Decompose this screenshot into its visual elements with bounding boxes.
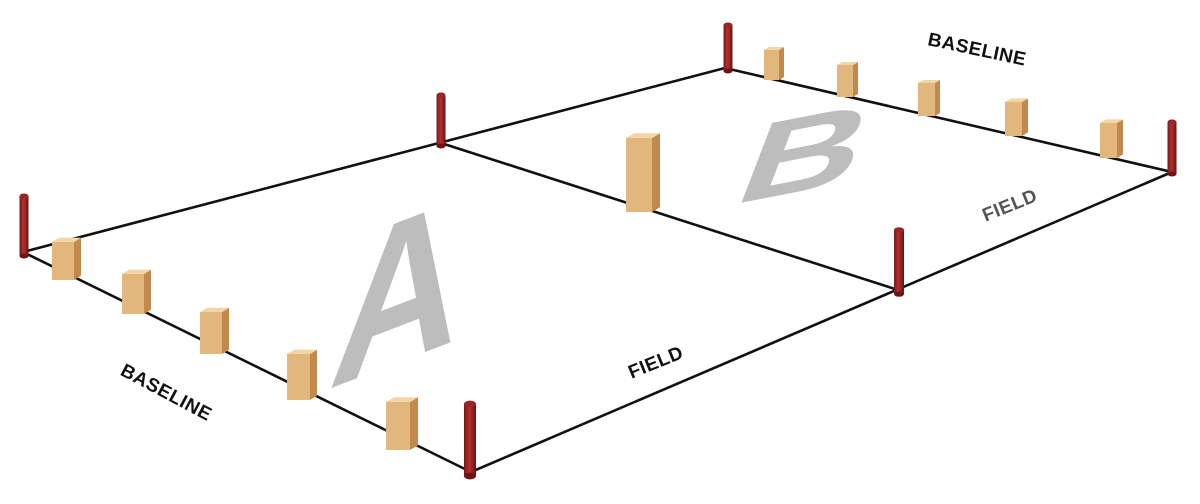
right-baseline-block-4	[1005, 98, 1028, 136]
pole-base	[723, 68, 733, 74]
field-label-right: FIELD	[979, 186, 1040, 227]
pole-center-front	[894, 227, 904, 297]
center-line	[440, 141, 899, 292]
block-front-face	[287, 354, 310, 400]
block-side-face	[1117, 119, 1123, 158]
pole-base	[894, 291, 904, 297]
right-baseline-block-2	[837, 62, 858, 97]
block-front-face	[1100, 123, 1117, 158]
block-top-face	[122, 269, 151, 274]
block-front-face	[200, 312, 222, 354]
left-baseline-block-3	[200, 307, 229, 354]
block-top-face	[764, 47, 784, 50]
svg-text:FIELD: FIELD	[625, 343, 686, 384]
block-front-face	[837, 65, 853, 97]
block-side-face	[1022, 98, 1028, 136]
block-top-face	[1005, 98, 1028, 102]
svg-text:FIELD: FIELD	[979, 186, 1040, 227]
left-baseline-block-4	[287, 349, 317, 400]
block-top-face	[918, 80, 940, 83]
block-top-face	[52, 237, 81, 242]
pole-base	[1167, 171, 1177, 177]
right-baseline-block-3	[918, 80, 940, 116]
block-side-face	[310, 349, 317, 400]
pole-right-corner	[1167, 119, 1177, 177]
block-side-face	[144, 269, 151, 314]
block-front-face	[386, 402, 410, 450]
pole-cap	[436, 92, 446, 98]
pole-shaft	[894, 230, 904, 294]
block-side-face	[853, 62, 858, 97]
zone-letter-b: B	[721, 76, 891, 230]
pole-shaft	[464, 404, 476, 476]
pole-shaft	[19, 196, 29, 256]
pole-shaft	[436, 95, 446, 146]
pole-cap	[19, 193, 29, 199]
left-baseline-block-2	[122, 269, 151, 314]
block-side-face	[779, 47, 784, 80]
svg-text:A: A	[321, 148, 478, 436]
pole-base	[19, 253, 29, 259]
pole-base	[464, 472, 476, 480]
baseline-label-left: BASELINE	[117, 360, 215, 426]
right-baseline-block-5	[1100, 119, 1123, 158]
zone-letter-a: A	[321, 148, 478, 436]
pole-front-corner	[464, 400, 476, 480]
block-side-face	[222, 307, 229, 354]
pole-shaft	[723, 25, 733, 71]
left-baseline-block-1	[52, 237, 81, 280]
svg-text:BASELINE: BASELINE	[117, 360, 215, 426]
block-side-face	[652, 133, 660, 212]
pole-center-back	[436, 92, 446, 149]
block-top-face	[200, 307, 229, 312]
center-block	[626, 133, 660, 212]
svg-text:B: B	[721, 76, 891, 230]
right-baseline-block-1	[764, 47, 784, 80]
boundary-poles	[19, 22, 1177, 480]
block-top-face	[837, 62, 858, 65]
block-side-face	[74, 237, 81, 280]
block-top-face	[287, 349, 317, 354]
block-front-face	[918, 83, 935, 116]
field-label-left: FIELD	[625, 343, 686, 384]
block-top-face	[1100, 119, 1123, 123]
pole-left-corner	[19, 193, 29, 259]
baseline-label-right: BASELINE	[926, 29, 1028, 70]
block-front-face	[764, 50, 779, 80]
block-top-face	[626, 133, 660, 138]
pole-base	[436, 143, 446, 149]
block-front-face	[1005, 102, 1022, 136]
pole-back-corner	[723, 22, 733, 74]
block-front-face	[52, 242, 74, 280]
pole-cap	[464, 400, 476, 408]
pole-shaft	[1167, 122, 1177, 174]
pole-cap	[723, 22, 733, 28]
marker-blocks	[52, 47, 1123, 450]
block-front-face	[122, 274, 144, 314]
block-top-face	[386, 397, 418, 402]
block-front-face	[626, 138, 652, 212]
block-side-face	[935, 80, 940, 116]
svg-text:BASELINE: BASELINE	[926, 29, 1028, 70]
block-side-face	[410, 397, 418, 450]
left-baseline-block-5	[386, 397, 418, 450]
pole-cap	[894, 227, 904, 233]
pole-cap	[1167, 119, 1177, 125]
